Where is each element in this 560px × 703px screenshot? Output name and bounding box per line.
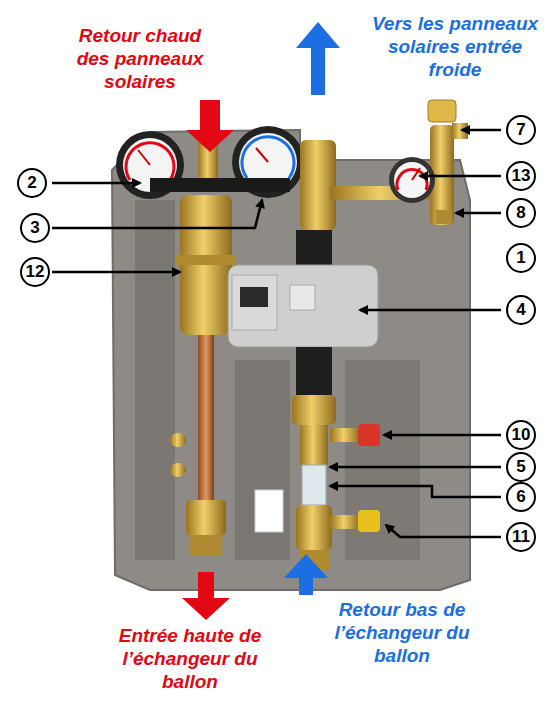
callout-number: 7 [506, 115, 536, 145]
callout-number: 6 [506, 482, 536, 512]
callout-number: 4 [506, 295, 536, 325]
callout-number: 3 [20, 213, 50, 243]
callout-number: 10 [506, 420, 536, 450]
callout-number: 12 [20, 257, 50, 287]
callout-number: 11 [506, 522, 536, 552]
flow-label: Entrée haute de l’échangeur du ballon [103, 624, 278, 693]
flow-label: Vers les panneaux solaires entrée froide [363, 12, 548, 81]
callout-number: 1 [506, 243, 536, 273]
flow-label: Retour bas de l’échangeur du ballon [317, 598, 487, 667]
callout-number: 13 [506, 161, 536, 191]
callout-number: 2 [17, 168, 47, 198]
flow-label: Retour chaud des panneaux solaires [65, 24, 215, 93]
callout-number: 8 [506, 198, 536, 228]
callout-number: 5 [506, 452, 536, 482]
